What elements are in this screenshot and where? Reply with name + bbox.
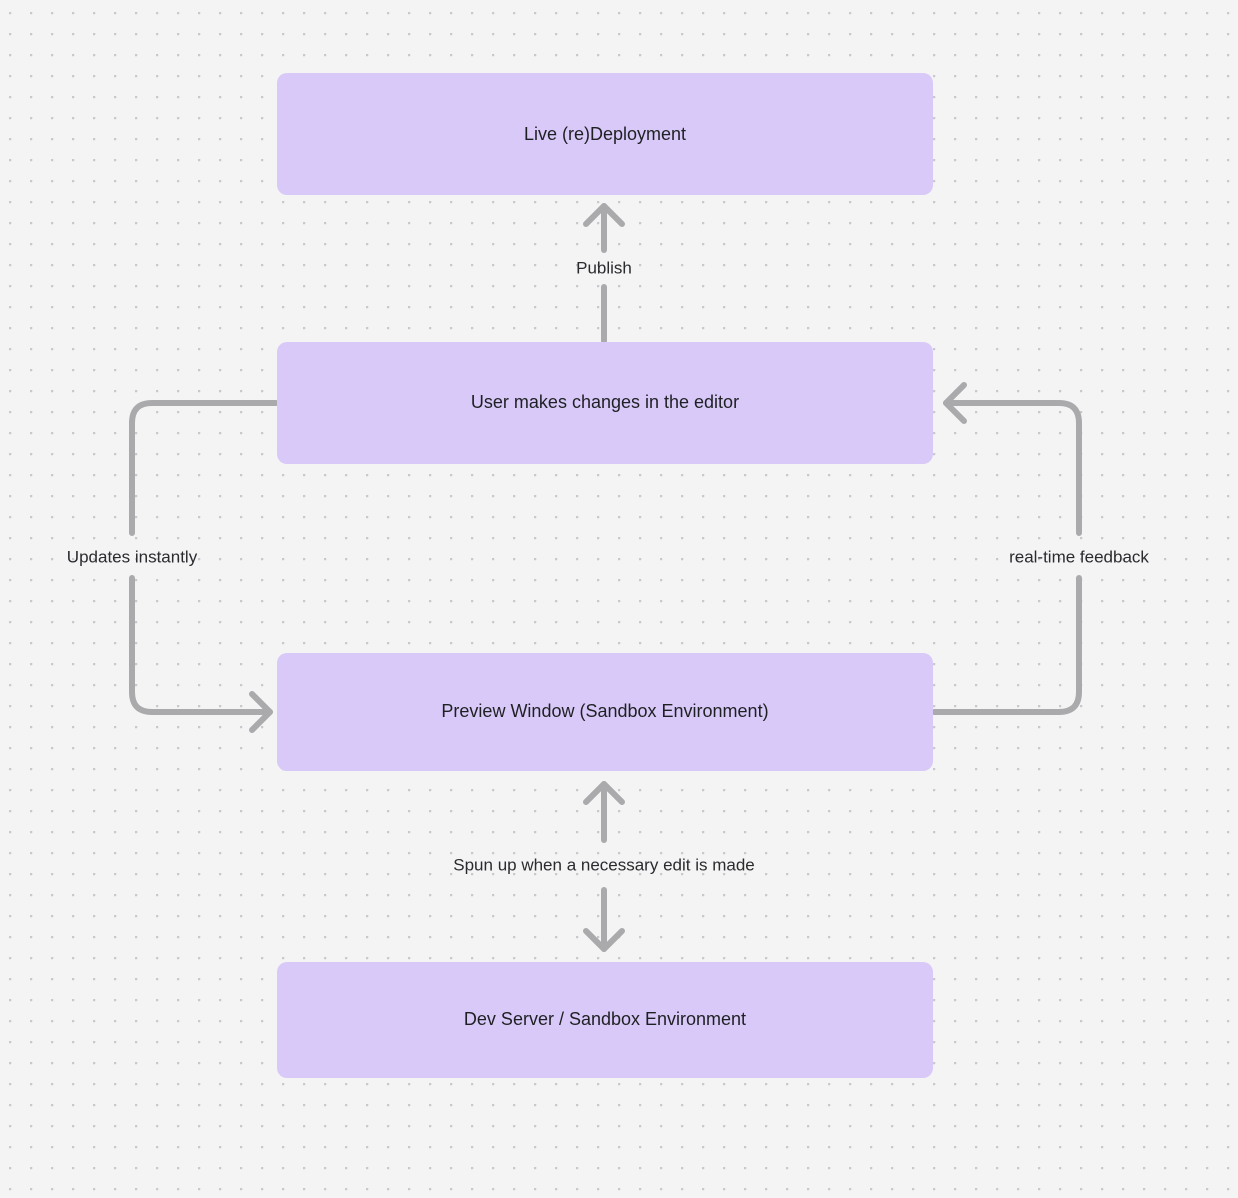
node-preview-window-label: Preview Window (Sandbox Environment) [441,701,768,721]
edge-real-time-feedback-arrowhead-icon [943,382,967,424]
edge-updates-instantly-line-upper [129,400,279,536]
node-preview-window[interactable]: Preview Window (Sandbox Environment) [277,653,933,771]
node-dev-server-label: Dev Server / Sandbox Environment [464,1009,746,1029]
edge-real-time-feedback-line-upper [943,400,1082,536]
edge-updates-instantly [129,400,279,733]
node-user-edits-rect[interactable] [277,342,933,464]
edge-spun-up-arrowhead-up-icon [583,781,625,805]
edge-updates-instantly-line-lower [129,575,273,715]
edge-spun-up-arrowhead-down-icon [583,928,625,952]
edge-real-time-feedback-line-lower [931,575,1082,715]
node-dev-server-rect[interactable] [277,962,933,1078]
node-dev-server[interactable]: Dev Server / Sandbox Environment [277,962,933,1078]
node-preview-window-rect[interactable] [277,653,933,771]
node-live-deployment-rect[interactable] [277,73,933,195]
edge-publish-arrowhead-icon [583,203,625,227]
node-user-edits-label: User makes changes in the editor [471,392,739,412]
edge-updates-instantly-arrowhead-icon [249,691,273,733]
node-user-edits[interactable]: User makes changes in the editor [277,342,933,464]
edge-label-real-time-feedback: real-time feedback [1009,547,1149,566]
edge-label-spun-up: Spun up when a necessary edit is made [453,855,754,874]
node-live-deployment[interactable]: Live (re)Deployment [277,73,933,195]
edge-publish [583,203,625,344]
node-live-deployment-label: Live (re)Deployment [524,124,686,144]
edge-spun-up [583,781,625,952]
edge-label-updates-instantly: Updates instantly [67,547,198,566]
edge-label-publish: Publish [576,258,632,277]
edge-real-time-feedback [931,382,1082,715]
